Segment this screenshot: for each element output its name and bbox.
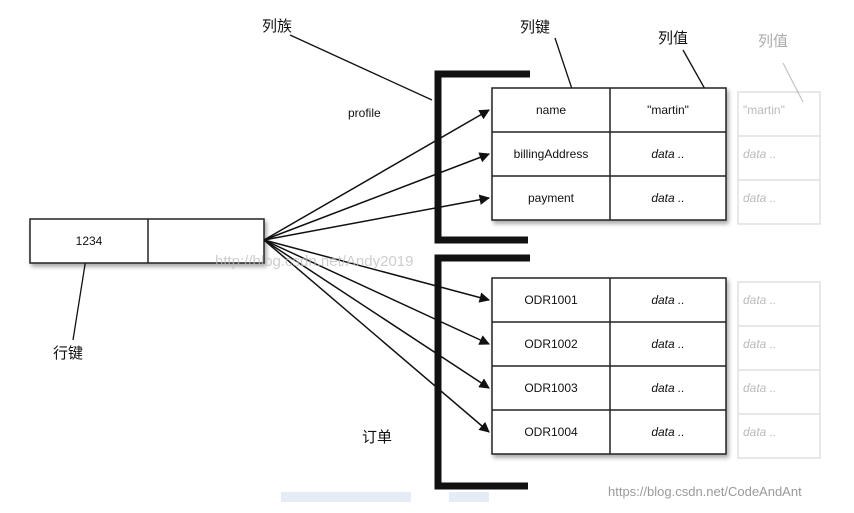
ghost-column-value-label: 列值 bbox=[758, 33, 788, 50]
ghost-value-cell: data .. bbox=[743, 147, 776, 161]
ghost-order-table bbox=[737, 281, 821, 459]
footer-bar-left bbox=[281, 492, 411, 502]
profile-table bbox=[491, 87, 727, 221]
column-key-cell: ODR1001 bbox=[524, 293, 578, 307]
column-family-label: 列族 bbox=[262, 18, 292, 35]
column-key-cell: ODR1002 bbox=[524, 337, 578, 351]
ghost-value-cell: data .. bbox=[743, 191, 776, 205]
column-family-pointer bbox=[289, 34, 433, 101]
ghost-value-cell: data .. bbox=[743, 293, 776, 307]
column-key-cell: payment bbox=[528, 191, 575, 205]
footer-bar-right bbox=[449, 492, 489, 502]
column-value-cell: data .. bbox=[651, 337, 684, 351]
column-key-cell: ODR1004 bbox=[524, 425, 578, 439]
center-watermark: http://blog.csdn.net/Andy2019 bbox=[215, 253, 413, 270]
orders-label: 订单 bbox=[362, 429, 392, 446]
ghost-value-cell: data .. bbox=[743, 381, 776, 395]
orders-bracket bbox=[434, 254, 530, 490]
row-to-column-arrow bbox=[263, 239, 490, 433]
column-key-cell: ODR1003 bbox=[524, 381, 578, 395]
ghost-value-cell: "martin" bbox=[743, 103, 785, 117]
row-to-column-arrow bbox=[263, 239, 490, 345]
column-value-cell: data .. bbox=[651, 147, 684, 161]
row-key-label: 行键 bbox=[53, 345, 83, 362]
ghost-pointer-line bbox=[782, 62, 804, 103]
ghost-value-cell: data .. bbox=[743, 337, 776, 351]
row-to-column-arrow bbox=[263, 239, 490, 389]
corner-watermark: https://blog.csdn.net/CodeAndAnt bbox=[608, 484, 802, 499]
column-value-cell: data .. bbox=[651, 381, 684, 395]
ghost-value-cell: data .. bbox=[743, 425, 776, 439]
row-to-column-arrow bbox=[263, 152, 490, 241]
column-key-label: 列键 bbox=[520, 19, 550, 36]
column-key-pointer bbox=[554, 37, 574, 93]
column-value-cell: data .. bbox=[651, 293, 684, 307]
profile-bracket bbox=[434, 70, 530, 244]
row-key-value: 1234 bbox=[76, 234, 103, 248]
ghost-profile-table bbox=[737, 91, 821, 225]
profile-label: profile bbox=[348, 106, 381, 120]
row-box bbox=[29, 218, 265, 264]
column-key-cell: name bbox=[536, 103, 566, 117]
row-to-column-arrow bbox=[263, 194, 491, 241]
row-key-pointer bbox=[72, 251, 88, 341]
column-value-cell: "martin" bbox=[647, 103, 689, 117]
column-value-cell: data .. bbox=[651, 425, 684, 439]
column-value-cell: data .. bbox=[651, 191, 684, 205]
column-value-label: 列值 bbox=[658, 30, 688, 47]
row-to-column-arrow bbox=[263, 239, 491, 303]
column-key-cell: billingAddress bbox=[514, 147, 589, 161]
row-to-column-arrow bbox=[263, 109, 490, 241]
